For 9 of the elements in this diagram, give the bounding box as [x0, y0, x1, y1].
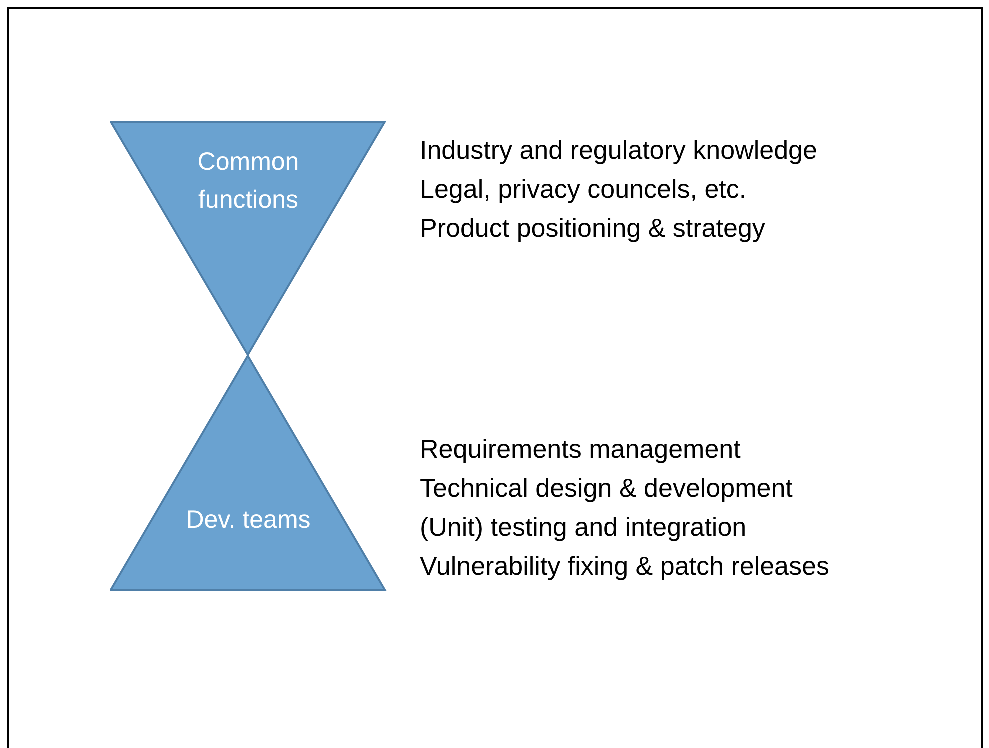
list-item: Legal, privacy councels, etc.: [420, 173, 748, 206]
list-item: Vulnerability fixing & patch releases: [420, 550, 830, 583]
list-item: Industry and regulatory knowledge: [420, 134, 818, 167]
node-label: Common functions: [196, 147, 300, 216]
node-label: Dev. teams: [185, 505, 312, 536]
list-item: Product positioning & strategy: [420, 212, 766, 245]
list-item: (Unit) testing and integration: [420, 511, 748, 544]
list-item: Requirements management: [420, 433, 742, 466]
list-item: Technical design & development: [420, 472, 794, 505]
